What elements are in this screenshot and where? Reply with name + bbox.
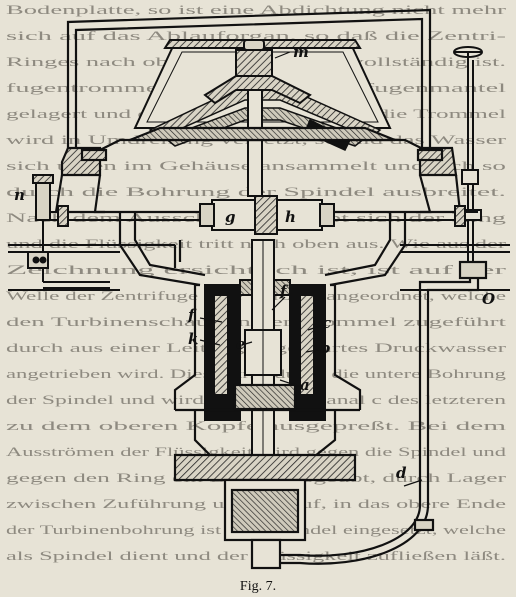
label-c: c [322, 314, 331, 332]
label-o: O [482, 290, 495, 308]
upper-casing [54, 126, 462, 214]
figure-caption: Fig. 7. [240, 579, 276, 594]
outer-hood [66, 8, 432, 160]
bearing-body [204, 239, 326, 501]
water-pipe [280, 260, 488, 565]
label-d: d [396, 464, 407, 482]
label-f-upper: f [279, 282, 289, 300]
hand-wheel [453, 46, 483, 270]
frame-beam [8, 244, 510, 291]
label-h: h [285, 208, 296, 226]
show-through-line: sich auf das Ablauforgan, so daß die Zen… [6, 29, 506, 43]
label-e: e [236, 335, 246, 353]
label-m: m [293, 43, 309, 61]
valve-n [27, 174, 110, 289]
label-n: n [14, 186, 25, 204]
lower-housing [118, 212, 407, 287]
label-g: g [225, 208, 236, 226]
leader-lines [199, 51, 423, 487]
show-through-line: Bodenplatte, so ist eine Abdichtung nich… [6, 3, 508, 17]
label-k: k [188, 330, 198, 348]
coupling-gh [199, 195, 335, 235]
label-f-lower: f [187, 306, 197, 324]
label-a: a [300, 376, 310, 394]
base-flange [173, 453, 357, 570]
label-b: b [320, 339, 331, 357]
